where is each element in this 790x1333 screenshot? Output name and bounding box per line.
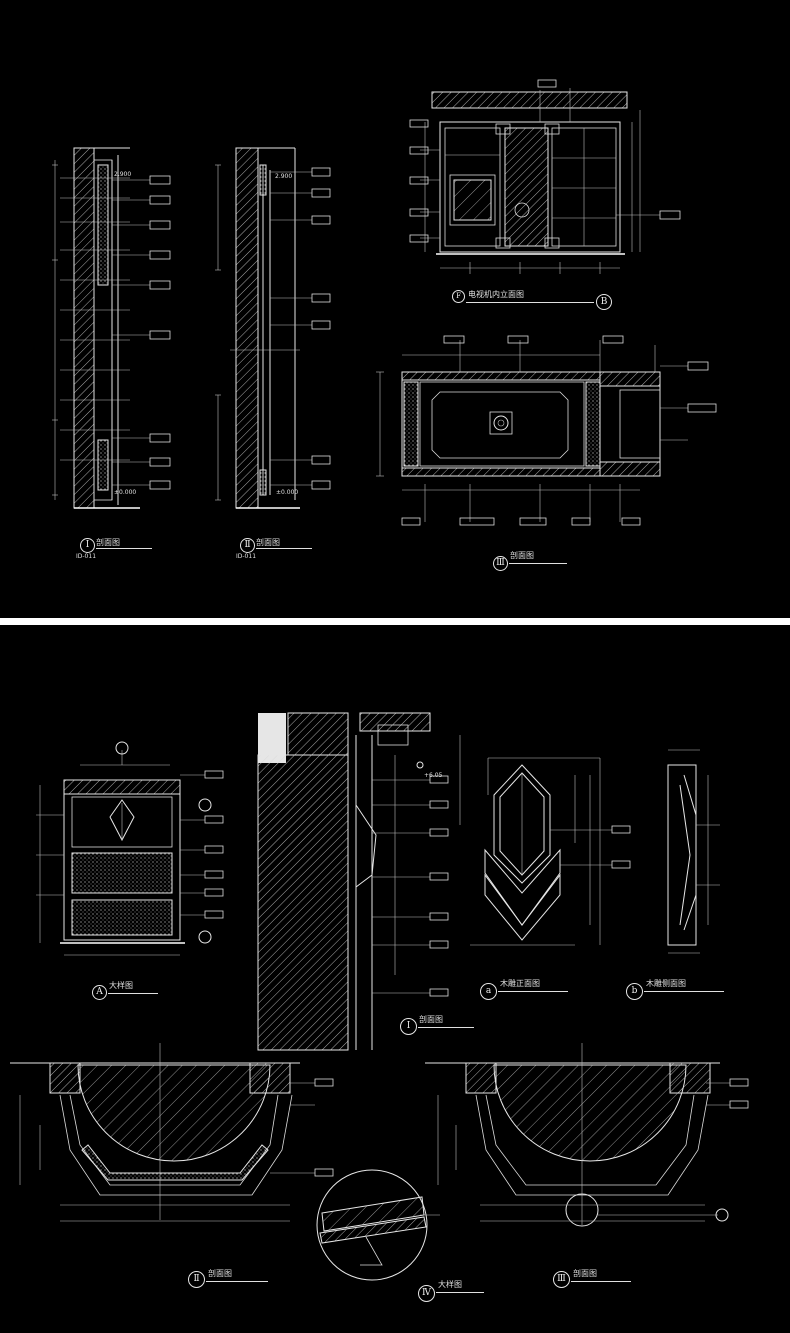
top-drawing-canvas <box>52 79 717 526</box>
section-ii-top-elevation: 2.900 <box>275 173 293 180</box>
bottom-section-i-underline <box>418 1027 474 1028</box>
section-ii-title-underline <box>256 548 312 549</box>
detail-a-drawing <box>36 741 224 956</box>
bottom-section-i-elevation: +6.05 <box>424 772 443 779</box>
tv-cabinet-elevation-drawing <box>409 79 681 274</box>
bottom-section-ii-underline <box>206 1281 268 1282</box>
bottom-section-ii-title: 剖面图 <box>208 1269 232 1278</box>
section-iii-title: 剖面图 <box>510 551 534 560</box>
section-iii-underline <box>509 563 567 564</box>
bottom-section-iii-underline <box>571 1281 631 1282</box>
detail-iv-underline <box>436 1292 484 1293</box>
elevation-b-title: 电视机内立面图 <box>468 290 524 299</box>
bottom-drawing-sheet: A 大样图 +6.05 Ⅰ 剖面图 a 木雕正面图 b 木雕侧面图 Ⅱ 剖面图 … <box>0 625 790 1333</box>
section-i-title: 剖面图 <box>96 538 120 547</box>
detail-iv-drawing <box>316 1169 440 1281</box>
carving-b-side-drawing <box>667 749 720 954</box>
section-ii-symbol: Ⅱ <box>240 538 255 553</box>
carving-b-title: 木雕侧面图 <box>646 979 686 988</box>
section-i-sheet-ref: ID-011 <box>76 553 97 560</box>
detail-a-symbol: A <box>92 985 107 1000</box>
bottom-section-i-symbol: Ⅰ <box>400 1018 417 1035</box>
section-i-top-elevation: 2.900 <box>114 171 132 178</box>
section-ii-drawing <box>215 147 331 509</box>
elevation-b-tag: F <box>452 290 465 303</box>
section-ii-sheet-ref: ID-011 <box>236 553 257 560</box>
carving-a-symbol: a <box>480 983 497 1000</box>
detail-iv-symbol: Ⅳ <box>418 1285 435 1302</box>
section-ii-bottom-elevation: ±0.000 <box>276 489 299 496</box>
section-iii-plan-drawing <box>376 335 717 526</box>
detail-iv-title: 大样图 <box>438 1280 462 1289</box>
bottom-drawing-canvas <box>10 712 749 1281</box>
section-ii-title: 剖面图 <box>256 538 280 547</box>
section-iii-symbol: Ⅲ <box>493 556 508 571</box>
bottom-section-iii-symbol: Ⅲ <box>553 1271 570 1288</box>
carving-b-symbol: b <box>626 983 643 1000</box>
section-i-drawing <box>52 147 171 509</box>
carving-a-front-drawing <box>470 757 631 946</box>
carving-a-title: 木雕正面图 <box>500 979 540 988</box>
bottom-section-ii-symbol: Ⅱ <box>188 1271 205 1288</box>
carving-a-underline <box>498 991 568 992</box>
bottom-section-iii-drawing <box>425 1043 749 1227</box>
bottom-section-i-title: 剖面图 <box>419 1015 443 1024</box>
elevation-b-underline <box>466 302 594 303</box>
detail-a-title: 大样图 <box>109 981 133 990</box>
top-drawing-sheet: 2.900 ±0.000 Ⅰ 剖面图 ID-011 2.900 ±0.000 Ⅱ… <box>0 0 790 618</box>
detail-a-underline <box>108 993 158 994</box>
bottom-section-ii-drawing <box>10 1043 334 1222</box>
section-i-symbol: Ⅰ <box>80 538 95 553</box>
bottom-section-iii-title: 剖面图 <box>573 1269 597 1278</box>
bottom-section-i-drawing <box>257 712 461 1051</box>
section-i-title-underline <box>96 548 152 549</box>
carving-b-underline <box>644 991 724 992</box>
section-i-bottom-elevation: ±0.000 <box>114 489 137 496</box>
elevation-b-symbol: B <box>596 294 612 310</box>
